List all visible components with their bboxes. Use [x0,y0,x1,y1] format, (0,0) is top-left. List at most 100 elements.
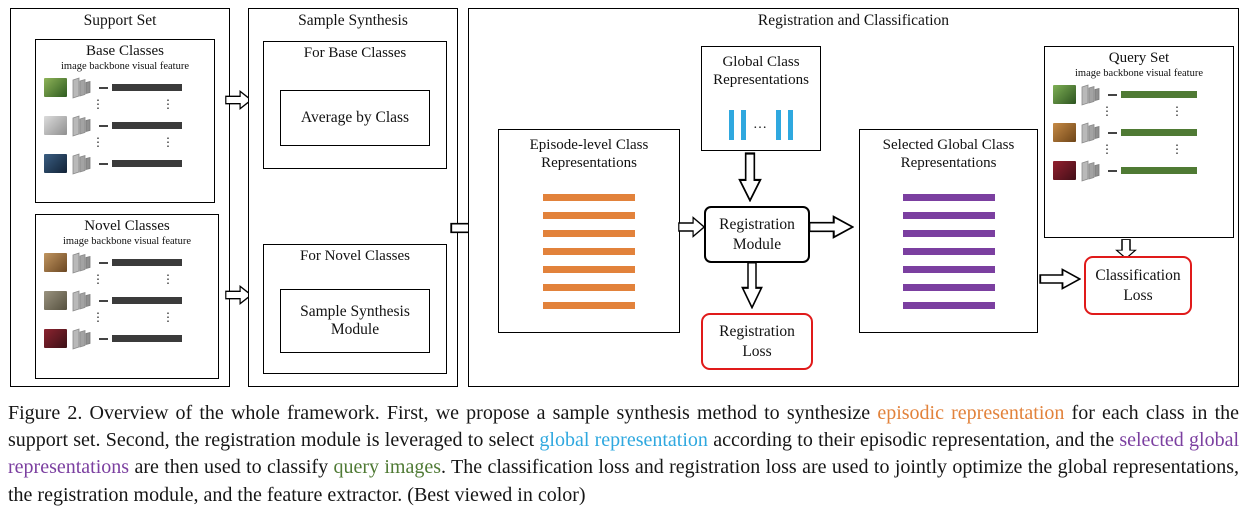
backbone-icon [71,289,95,312]
backbone-icon [71,251,95,274]
representation-bar [543,194,635,201]
representation-bar [902,212,995,219]
episodic-representation-bars [499,194,679,309]
base-classes-title: Base Classes [86,43,164,59]
average-by-class-label: Average by Class [300,109,410,126]
visual-feature-bar [1121,167,1197,174]
class-row [1053,120,1225,145]
arrow-down-icon [741,261,763,309]
novel-classes-rows: ⋮⋮⋮⋮ [36,247,218,351]
visual-feature-bar [112,297,182,304]
base-classes-rows: ⋮⋮ ⋮⋮ [36,72,214,176]
fish-image [44,154,67,173]
average-by-class-box: Average by Class [280,90,430,146]
connector-dash [1108,131,1117,134]
representation-bar [543,302,635,309]
caption-text: for each class in the support set. Secon… [8,402,1239,452]
representation-bar [788,110,793,140]
query-set-box: Query Set image backbone visual feature … [1044,46,1234,238]
representation-bar [902,266,995,273]
classification-loss-box: Classification Loss [1084,256,1192,315]
representation-bar [902,194,995,201]
novel-classes-box: Novel Classes image backbone visual feat… [35,214,219,379]
class-row [44,113,206,138]
plant-image [1053,85,1076,104]
for-base-classes-box: For Base Classes Average by Class [263,41,447,169]
framework-diagram: Support Set Base Classes image backbone … [10,8,1239,387]
representation-bar [902,302,995,309]
caption-text: . The classification loss and registrati… [8,456,1239,506]
arrow-right-icon [225,284,252,306]
representation-bar [729,110,734,140]
registration-classification-title: Registration and Classification [757,12,950,29]
connector-dash [99,124,108,127]
class-row [44,288,210,313]
caption-highlight-selected: selected global representations [8,429,1240,479]
visual-feature-bar [1121,91,1197,98]
backbone-icon [71,76,95,99]
visual-feature-bar [112,335,182,342]
arrow-right-icon [1039,268,1081,290]
figure-caption: Figure 2. Overview of the whole framewor… [0,400,1247,509]
class-row [44,75,206,100]
class-row [44,250,210,275]
caption-highlight-query: query images [333,456,442,479]
for-novel-classes-title: For Novel Classes [300,248,410,264]
arrow-down-icon [1115,239,1137,259]
for-novel-classes-box: For Novel Classes Sample Synthesis Modul… [263,244,447,374]
bird-image [1053,123,1076,142]
selected-global-title: Selected Global Class Representations [882,137,1015,172]
registration-module-label: Registration Module [719,216,795,253]
arrow-right-icon [808,215,854,239]
class-row [1053,82,1225,107]
registration-module-box: Registration Module [704,206,810,263]
support-set-box: Support Set Base Classes image backbone … [10,8,230,387]
representation-bar [543,212,635,219]
representation-bar [543,284,635,291]
classification-loss-label: Classification Loss [1095,267,1181,304]
novel-classes-title: Novel Classes [84,218,170,234]
connector-dash [1108,169,1117,172]
backbone-icon [1080,83,1104,106]
vertical-ellipsis: ⋮⋮ [1101,142,1183,156]
connector-dash [99,299,108,302]
caption-text: Figure 2. Overview of the whole framewor… [8,402,878,424]
connector-dash [99,86,108,89]
representation-bar [902,248,995,255]
episode-level-title: Episode-level Class Representations [529,137,649,172]
caption-text: are then used to classify [129,456,334,479]
caption-highlight-global: global representation [539,429,708,452]
representation-bar [741,110,746,140]
animal-image [44,116,67,135]
representation-bar [902,230,995,237]
global-representations-box: Global Class Representations … [701,46,821,151]
class-row [44,151,206,176]
representation-bar [543,230,635,237]
global-representation-bars: … [702,110,820,140]
backbone-icon [71,327,95,350]
arrow-right-icon [678,216,705,238]
vertical-ellipsis: ⋮⋮ [92,272,174,286]
vertical-ellipsis: ⋮⋮ [92,97,174,111]
vertical-ellipsis: ⋮⋮ [92,135,174,149]
backbone-icon [1080,121,1104,144]
columns-header: image backbone visual feature [61,61,189,72]
registration-classification-box: Registration and Classification Episode-… [468,8,1239,387]
registration-loss-box: Registration Loss [701,313,813,370]
connector-dash [1108,93,1117,96]
berry-image [44,329,67,348]
moth-image [44,253,67,272]
connector-dash [99,337,108,340]
query-set-title: Query Set [1108,50,1170,66]
episode-level-representations-box: Episode-level Class Representations [498,129,680,333]
columns-header: image backbone visual feature [1075,68,1203,79]
selected-representation-bars [860,194,1037,309]
ellipsis: … [753,117,769,132]
sample-synthesis-module-label: Sample Synthesis Module [300,303,410,338]
visual-feature-bar [112,84,182,91]
caption-text: according to their episodic representati… [707,429,1120,452]
visual-feature-bar [1121,129,1197,136]
class-row [44,326,210,351]
connector-dash [99,261,108,264]
